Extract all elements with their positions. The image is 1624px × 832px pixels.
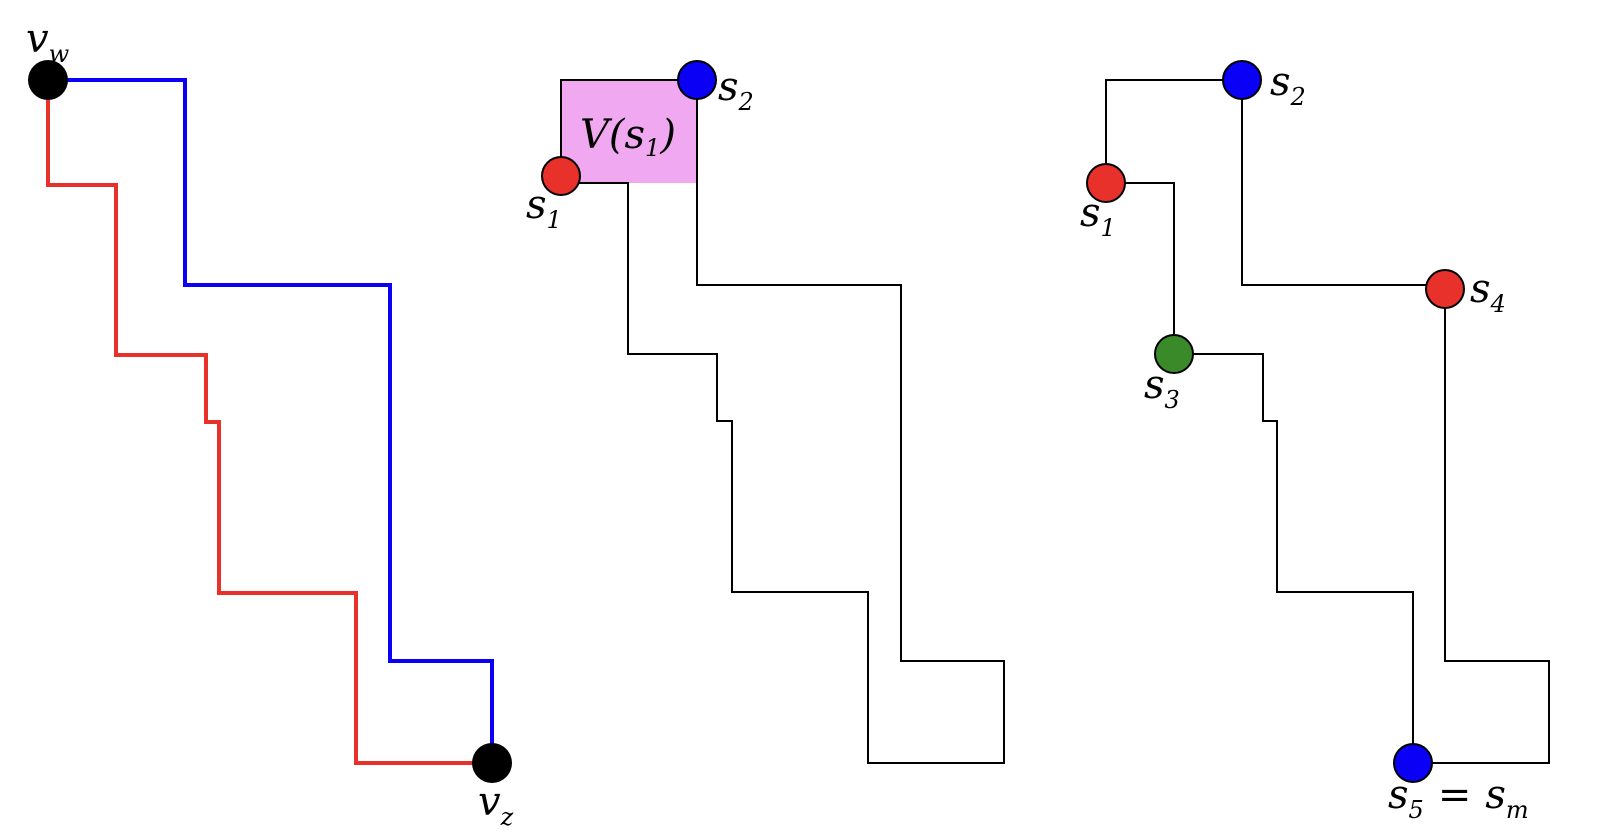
blue-staircase-path (48, 78, 494, 763)
panel-3: s1 s2 s3 s4 s5=sm (1080, 59, 1550, 824)
label-s2: s2 (1270, 59, 1306, 111)
red-staircase-path (46, 80, 492, 765)
path-s4-s5 (1413, 289, 1550, 764)
panel-2: V(s1) s1 s2 (526, 60, 1005, 764)
node-s3 (1154, 334, 1194, 374)
node-s1 (1086, 163, 1126, 203)
panel-1: vw vz (26, 16, 514, 831)
path-s3-s5 (1174, 353, 1414, 763)
path-s2-s4 (1241, 80, 1445, 286)
node-s2 (677, 60, 717, 100)
node-s2 (1222, 60, 1262, 100)
node-s1 (541, 156, 581, 196)
left-path (561, 80, 1005, 764)
node-s4 (1425, 269, 1465, 309)
label-vw: vw (26, 16, 70, 68)
label-region: V(s1) (580, 112, 676, 162)
path-s1-s2 (1105, 79, 1242, 183)
label-s4: s4 (1470, 266, 1506, 318)
vertex-vz (472, 743, 512, 783)
vertex-vw (28, 60, 68, 100)
label-s1: s1 (526, 182, 562, 234)
label-vz: vz (478, 779, 514, 831)
path-s1-s3 (1106, 182, 1175, 354)
region-border (560, 79, 697, 176)
label-s5-equals-sm: s5=sm (1388, 772, 1529, 824)
label-s1: s1 (1080, 190, 1116, 242)
label-s2: s2 (718, 64, 754, 116)
region-v-s1 (561, 80, 697, 183)
node-s5 (1393, 743, 1433, 783)
label-s3: s3 (1144, 362, 1180, 414)
